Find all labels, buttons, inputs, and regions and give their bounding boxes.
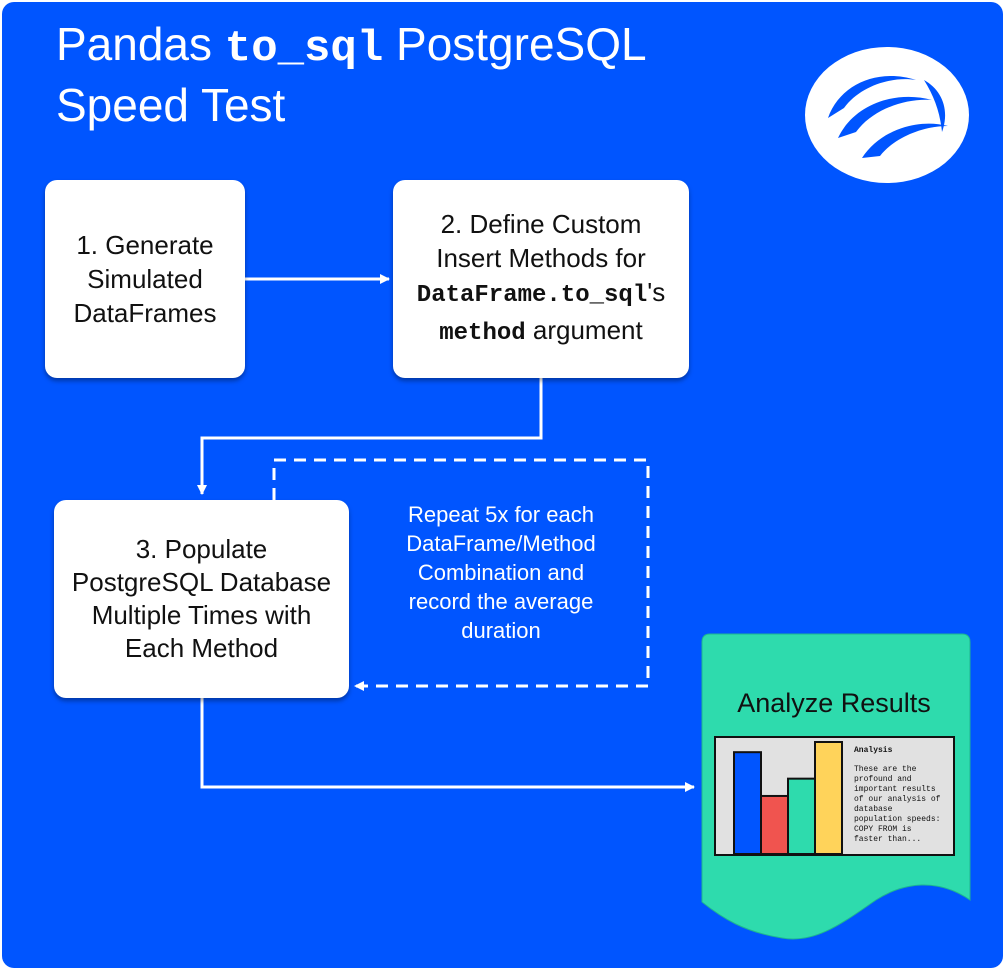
step-define-code: DataFrame.to_sql	[416, 282, 648, 309]
step-define-suffix: 's	[647, 277, 666, 307]
report-body-line: profound and	[854, 775, 912, 784]
step-define-line: 2. Define Custom	[440, 209, 642, 239]
step-define-box: 2. Define Custom Insert Methods for Data…	[393, 180, 689, 378]
arrow-populate-to-results	[200, 698, 695, 792]
report-card: Analysis These are the profound and impo…	[714, 736, 955, 856]
step-generate-line: 1. Generate	[76, 230, 214, 260]
repeat-loop-line: Combination and	[417, 560, 585, 585]
title-code: to_sql	[224, 24, 384, 74]
step-populate-line: 3. Populate	[135, 534, 268, 564]
step-define-suffix: argument	[525, 315, 643, 345]
report-body-line: COPY FROM is	[854, 825, 912, 834]
report-body: These are the profound and important res…	[854, 765, 954, 845]
report-body-line: of our analysis of	[854, 795, 941, 804]
step-generate-line: Simulated	[87, 264, 203, 294]
report-body-line: These are the	[854, 765, 917, 774]
repeat-loop-dashed-arrow	[272, 458, 650, 691]
step-define-line: Insert Methods for	[436, 243, 646, 273]
step-generate-line: DataFrames	[73, 298, 217, 328]
arrow-define-to-populate	[197, 378, 543, 495]
step-populate-line: PostgreSQL Database	[71, 567, 332, 597]
report-body-line: faster than...	[854, 835, 922, 844]
report-body-line: important results	[854, 785, 936, 794]
report-bar-graphic	[733, 741, 843, 854]
brand-swirl-logo-icon	[805, 47, 969, 183]
step-define-code: method	[439, 320, 526, 347]
report-heading: Analysis	[854, 746, 893, 755]
title-line1-suffix: PostgreSQL	[383, 18, 647, 70]
title-prefix: Pandas	[56, 18, 225, 70]
step-populate-line: Each Method	[124, 633, 279, 663]
repeat-loop-line: DataFrame/Method	[406, 531, 596, 556]
step-populate-line: Multiple Times with	[91, 600, 312, 630]
report-bar	[760, 794, 789, 854]
step-populate-box: 3. Populate PostgreSQL Database Multiple…	[54, 500, 349, 698]
report-body-line: database	[854, 805, 893, 814]
repeat-loop-line: record the average	[408, 589, 594, 614]
results-title: Analyze Results	[737, 688, 931, 718]
repeat-loop-label: Repeat 5x for each DataFrame/Method Comb…	[376, 500, 626, 645]
title-line2: Speed Test	[56, 79, 286, 131]
repeat-loop-line: Repeat 5x for each	[408, 502, 594, 527]
diagram-title: Pandas to_sql PostgreSQL Speed Test	[56, 16, 756, 133]
report-bar	[733, 751, 762, 854]
report-bar	[787, 777, 816, 854]
repeat-loop-line: duration	[461, 618, 541, 643]
step-generate-box: 1. Generate Simulated DataFrames	[45, 180, 245, 378]
report-bar	[814, 741, 843, 854]
report-body-line: population speeds:	[854, 815, 941, 824]
